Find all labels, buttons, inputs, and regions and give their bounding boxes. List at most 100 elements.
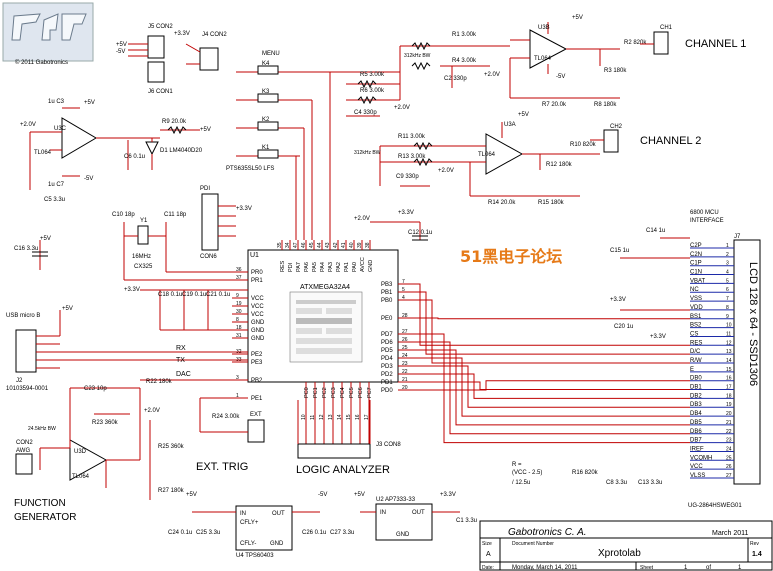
mcu-pin-top-pa2: PA2 [336, 262, 342, 272]
lcd-pin-vss: VSS [690, 296, 702, 302]
lcd-pin-bs2: BS2 [690, 323, 702, 329]
u3a-label: U3A [504, 122, 516, 128]
r13-p2: +2.0V [438, 168, 454, 174]
tb-rev-label: Rev [750, 541, 759, 547]
mcu-pin-num-right: 25 [402, 345, 408, 351]
r4-p2: +2.0V [484, 72, 500, 78]
c3-label: 1u C3 [48, 99, 65, 105]
pdi-p33: +3.3V [236, 206, 252, 212]
mcu-pin-bottom-pc0: PC0 [304, 387, 310, 398]
mcu-pin-top-pa3: PA3 [328, 262, 334, 272]
mcu-pin-top-pa6: PA6 [304, 262, 310, 272]
lcd-pin-number: 4 [726, 270, 729, 276]
tb-date: Monday, March 14, 2011 [512, 565, 578, 571]
y1-label: Y1 [140, 218, 148, 224]
j3-label: J3 CON8 [376, 442, 401, 448]
ch1-input-network [330, 41, 510, 117]
c12-p33: +3.3V [398, 210, 414, 216]
mcu-pin-right-pd4: PD4 [381, 356, 393, 362]
lcd-pin-db1: DB1 [690, 385, 702, 391]
lcd-pin-number: 12 [726, 340, 732, 346]
mcu-pin-num-top: 43 [325, 242, 331, 248]
gabotronics-logo [2, 2, 94, 62]
lcd-pin-number: 18 [726, 393, 732, 399]
mcu-part: ATXMEGA32A4 [300, 284, 350, 291]
mcu-pin-num-top: 34 [285, 242, 291, 248]
mcu-lcd-bus [414, 283, 690, 444]
mcu-pin-num-right: 22 [402, 369, 408, 375]
channel2-label: CHANNEL 2 [640, 135, 701, 147]
connector-j4 [185, 43, 219, 71]
r23-p2: +2.0V [144, 408, 160, 414]
k2-label: K2 [262, 117, 270, 123]
bus-trace [414, 317, 690, 320]
ch2-ref: CH2 [610, 124, 623, 130]
u3c-p5: +5V [84, 100, 95, 106]
mcu-pin-num-top: 35 [277, 242, 283, 248]
tb-title: Xprotolab [598, 548, 641, 559]
mcu-interface-2: INTERFACE [690, 218, 724, 224]
r16-label: R16 820k [572, 470, 599, 476]
lcd-pin-number: 26 [726, 464, 732, 470]
mcu-pin-num-bottom: 16 [355, 414, 361, 420]
r22-label: R22 180k [146, 379, 173, 385]
r9-label: R9 20.0k [162, 119, 187, 125]
u4-in: IN [240, 511, 246, 517]
mcu-pin-num-right: 23 [402, 361, 408, 367]
bus-trace [414, 299, 690, 364]
tb-sheets: 1 [738, 565, 742, 571]
j4-label: J4 CON2 [202, 32, 227, 38]
j4-p33: +3.3V [174, 31, 190, 37]
logic-analyzer-label: LOGIC ANALYZER [296, 464, 390, 476]
mcu-pin-num-top: 46 [301, 242, 307, 248]
u3b-n5: -5V [556, 74, 565, 80]
u3c-p2: +2.0V [20, 122, 36, 128]
r13-label: R13 3.00k [398, 154, 426, 160]
u3a-opamp [469, 122, 600, 197]
ch1-ref: CH1 [660, 25, 673, 31]
lcd-pin-number: 16 [726, 376, 732, 382]
mcu-pin-num-right: 5 [402, 287, 405, 293]
vcc-decoupling [140, 289, 248, 331]
lcd-p33a: +3.3V [610, 297, 626, 303]
u4-gnd: GND [270, 541, 284, 547]
mcu-pin-num-bottom: 17 [364, 414, 370, 420]
lcd-pin-vcc: VCC [690, 464, 703, 470]
bus-trace [414, 349, 690, 426]
menu-label: MENU [262, 51, 280, 57]
r4-label: R4 3.00k [452, 58, 477, 64]
bw-ch2: 312kHz BW [354, 150, 381, 156]
mcu-pin-left-gnd: GND [251, 328, 265, 334]
mcu-pin-num-right: 4 [402, 295, 405, 301]
lcd-pin-vbat: VBAT [690, 278, 706, 284]
lcd-pin-cs: CS [690, 331, 698, 337]
mcu-pin-num-top: 47 [293, 242, 299, 248]
button-k2 [236, 121, 300, 131]
c25-label: C25 3.3u [196, 530, 220, 536]
c23-label: C23 10p [84, 386, 107, 392]
j5-n5: -5V [116, 49, 125, 55]
d1-diode [127, 138, 159, 170]
mcu-pin-left-vcc: VCC [251, 304, 264, 310]
u3b-opamp [509, 22, 620, 99]
bus-trace [414, 341, 690, 435]
mcu-pin-num-left: 18 [236, 325, 242, 331]
bus-trace [414, 365, 690, 408]
button-k4 [236, 65, 330, 75]
j6-label: J6 CON1 [148, 89, 173, 95]
title-block [479, 520, 773, 571]
r14-label: R14 20.0k [488, 200, 516, 206]
lcd-pin-number: 6 [726, 287, 729, 293]
usb-connector [15, 310, 248, 373]
c21-label: C21 0.1u [206, 292, 230, 298]
mcu-pin-left-pe2: PE2 [251, 352, 263, 358]
lcd-pin-db0: DB0 [690, 376, 702, 382]
mcu-pin-right-pd0: PD0 [381, 388, 393, 394]
mcu-pin-top-avcc: AVCC [360, 257, 366, 272]
u3c-opamp [29, 107, 160, 190]
mcu-pin-top-pa0: PA0 [352, 262, 358, 272]
u4-cfly-minus: CFLY- [240, 541, 256, 547]
pdi-label: PDI [200, 186, 210, 192]
r6-p2: +2.0V [394, 105, 410, 111]
